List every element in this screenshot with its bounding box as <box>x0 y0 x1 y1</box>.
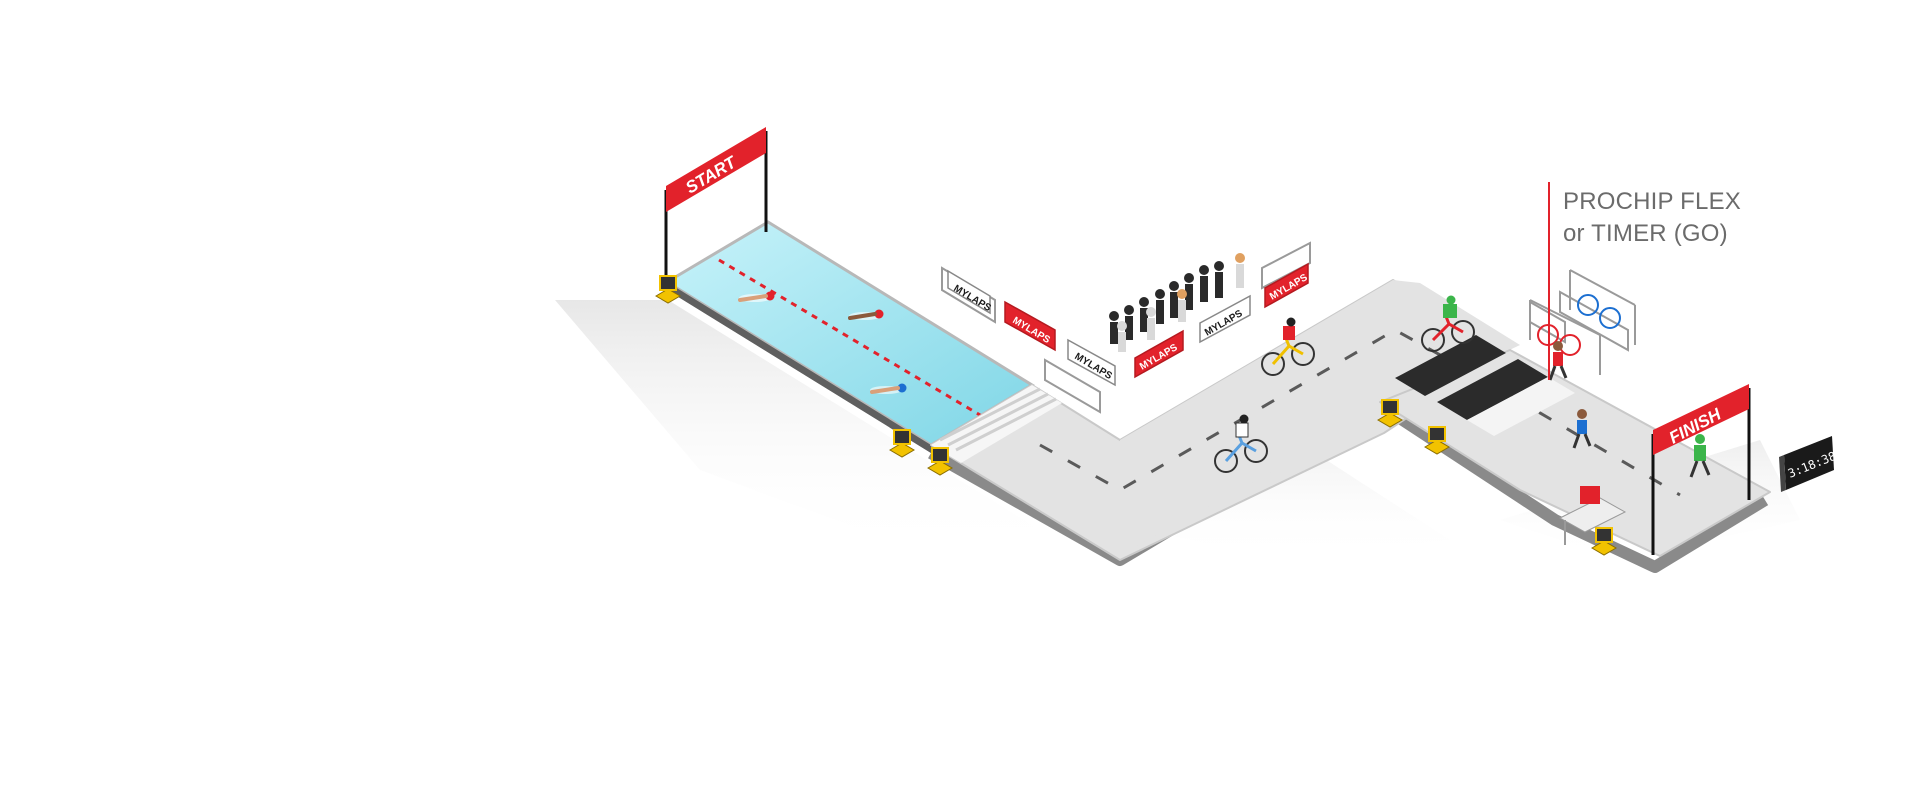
runner-icon <box>1689 434 1711 478</box>
timing-point-callout: PROCHIP FLEX or TIMER (GO) <box>1563 186 1741 250</box>
timing-mat <box>1395 335 1575 436</box>
callout-line-2: or TIMER (GO) <box>1563 220 1728 247</box>
start-gate-icon: START <box>664 127 768 290</box>
swimmer-icon <box>870 383 907 394</box>
spectator-icon <box>1109 253 1245 352</box>
sponsor-board: MYLAPS <box>1264 262 1310 309</box>
decoder-box-icon <box>889 429 915 458</box>
decoder-box-icon <box>655 275 681 304</box>
runner-icon <box>1548 341 1568 381</box>
sponsor-board: MYLAPS <box>1134 329 1184 379</box>
timing-clock-icon: 3:18:38 <box>1779 436 1838 492</box>
swimmer-icon <box>848 309 884 320</box>
decoder-box-icon <box>927 447 953 476</box>
bike-rack-icon <box>1529 269 1636 375</box>
cyclist-icon <box>1421 295 1475 352</box>
lane-rope <box>718 258 986 420</box>
sponsor-board: MYLAPS <box>1004 300 1056 352</box>
runner-icon <box>1572 409 1592 449</box>
sponsor-board: MYLAPS <box>1199 294 1251 344</box>
swimmer-icon <box>738 291 775 302</box>
decoder-box-icon <box>1424 426 1450 455</box>
cyclist-icon <box>1214 414 1268 473</box>
decoder-box-icon <box>1591 527 1617 556</box>
decoder-box-icon <box>1377 399 1403 428</box>
laptop-icon <box>1558 486 1627 545</box>
callout-line-1: PROCHIP FLEX <box>1563 188 1742 215</box>
swim-pool <box>664 220 1035 453</box>
cyclist-icon <box>1261 317 1315 376</box>
